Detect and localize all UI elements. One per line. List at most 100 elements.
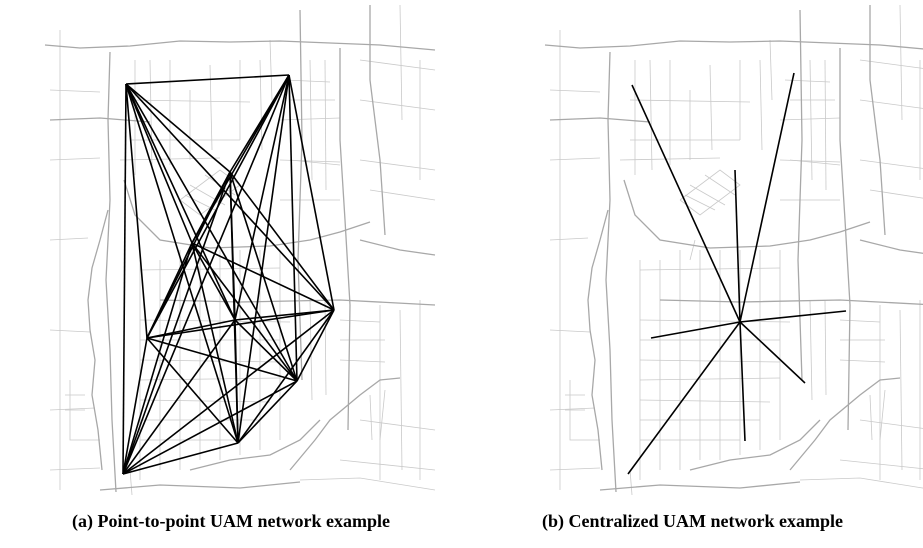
road-minor <box>639 319 791 323</box>
road-minor <box>359 59 436 71</box>
uam-link <box>122 74 290 475</box>
uam-link <box>125 83 148 339</box>
uam-link <box>125 74 290 85</box>
road-minor <box>549 89 601 93</box>
road-minor <box>359 159 436 171</box>
uam-link <box>191 242 236 321</box>
uam-link <box>234 319 298 382</box>
caption-centralized: (b) Centralized UAM network example <box>542 511 843 531</box>
uam-spoke <box>627 321 741 475</box>
road-major <box>789 377 901 471</box>
uam-link <box>122 380 298 475</box>
road-minor <box>269 39 273 101</box>
uam-link <box>125 83 298 382</box>
road-minor <box>209 64 213 151</box>
road-major <box>297 9 303 381</box>
uam-link <box>288 74 335 311</box>
road-minor <box>139 267 281 271</box>
panel-centralized <box>540 0 923 500</box>
road-minor <box>799 477 923 489</box>
road-minor <box>339 359 386 363</box>
road-minor <box>639 267 781 271</box>
road-minor <box>869 189 923 199</box>
road-minor <box>704 174 736 196</box>
road-network <box>44 4 436 496</box>
uam-link <box>146 309 335 339</box>
uam-link <box>122 337 148 475</box>
road-minor <box>359 99 436 111</box>
road-minor <box>49 237 89 241</box>
uam-spoke <box>631 84 741 323</box>
road-minor <box>324 59 327 191</box>
uam-link <box>122 319 236 475</box>
road-major <box>359 239 436 256</box>
road-minor <box>184 194 216 211</box>
uam-link <box>122 309 335 475</box>
road-major <box>659 299 923 306</box>
road-minor <box>49 89 101 93</box>
road-minor <box>639 359 781 363</box>
road-minor <box>549 237 589 241</box>
road-major <box>623 179 871 249</box>
road-minor <box>549 407 596 411</box>
road-minor <box>369 394 373 441</box>
road-major <box>797 9 803 381</box>
road-minor <box>129 99 251 103</box>
road-minor <box>129 469 133 496</box>
uam-link <box>234 309 335 321</box>
road-minor <box>549 157 601 161</box>
road-major <box>605 51 617 493</box>
uam-spoke <box>739 310 847 323</box>
uam-link <box>125 83 231 173</box>
centralized-network-map <box>544 4 923 496</box>
road-minor <box>839 359 886 363</box>
road-minor <box>139 359 281 363</box>
road-minor <box>149 59 153 171</box>
uam-link <box>237 74 290 444</box>
road-minor <box>399 309 403 471</box>
uam-links <box>122 74 335 475</box>
road-major <box>87 209 109 471</box>
uam-link <box>237 309 335 444</box>
road-minor <box>339 459 436 471</box>
uam-link <box>191 242 239 444</box>
road-minor <box>629 469 633 496</box>
uam-link <box>125 83 193 244</box>
road-major <box>869 5 886 236</box>
point-to-point-network-map <box>44 4 436 496</box>
uam-link <box>229 171 335 311</box>
uam-link <box>237 380 298 444</box>
road-minor <box>619 157 721 161</box>
road-minor <box>859 419 923 429</box>
uam-link <box>146 242 193 339</box>
road-minor <box>379 389 386 441</box>
road-minor <box>49 467 101 471</box>
uam-link <box>125 83 236 321</box>
road-major <box>44 40 436 51</box>
uam-link <box>191 242 335 311</box>
road-minor <box>779 117 841 121</box>
road-major <box>369 5 386 236</box>
road-minor <box>684 194 716 211</box>
road-major <box>49 117 151 123</box>
uam-spoke <box>739 72 795 323</box>
road-minor <box>399 4 403 121</box>
uam-link <box>234 319 239 444</box>
road-minor <box>899 4 903 121</box>
road-minor <box>809 59 813 181</box>
road-minor <box>289 159 341 166</box>
road-major <box>159 299 436 306</box>
road-minor <box>689 184 726 206</box>
road-major <box>339 48 351 431</box>
road-minor <box>709 64 713 151</box>
road-minor <box>359 419 436 431</box>
caption-point-to-point: (a) Point-to-point UAM network example <box>72 511 390 531</box>
road-major <box>587 209 609 471</box>
uam-link <box>122 242 193 475</box>
road-minor <box>859 99 923 109</box>
road-minor <box>299 477 436 491</box>
road-minor <box>629 99 751 103</box>
panel-point-to-point <box>40 0 440 500</box>
road-major <box>99 481 301 491</box>
uam-link <box>146 337 298 382</box>
